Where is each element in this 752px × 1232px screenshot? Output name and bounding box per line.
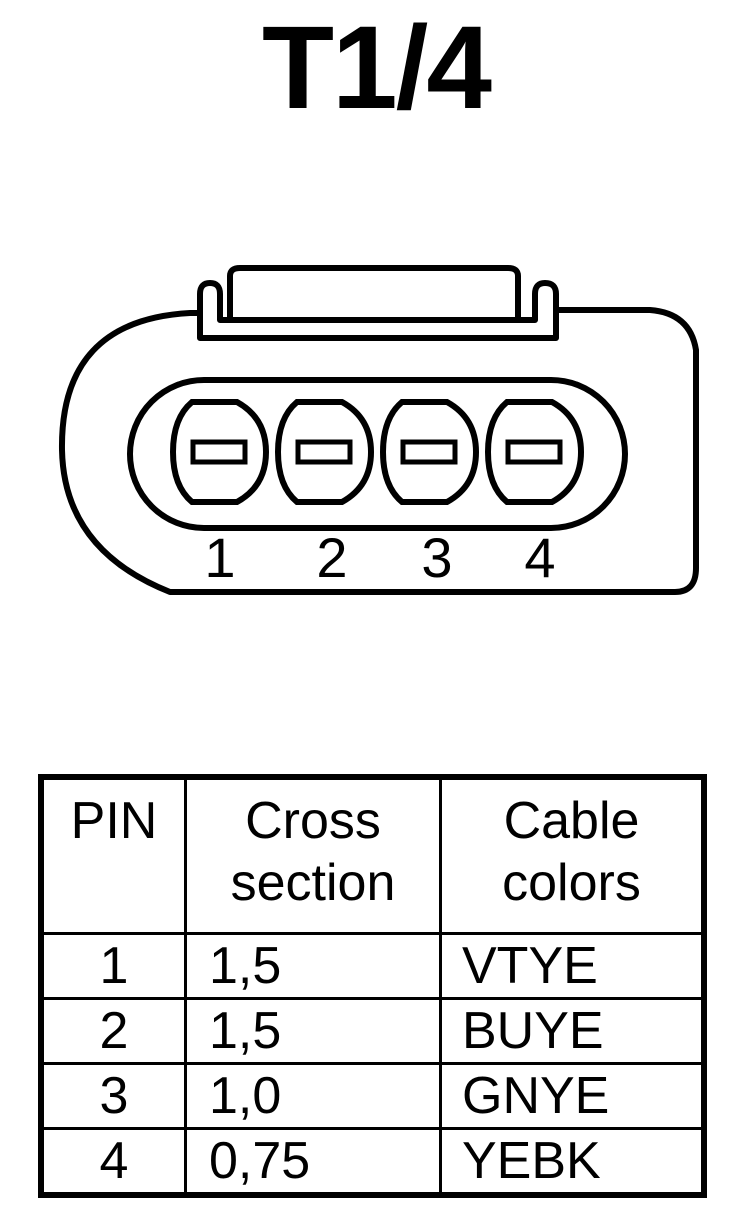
pin-3-contact — [400, 439, 458, 465]
table-row: 3 1,0 GNYE — [39, 1062, 706, 1130]
connector-diagram: 1 2 3 4 — [58, 265, 699, 595]
cell-cross-section: 1,5 — [184, 932, 442, 1000]
table-row: 4 0,75 YEBK — [39, 1127, 706, 1197]
cell-cable-color: BUYE — [439, 997, 706, 1065]
pin-4 — [484, 399, 585, 505]
pin-label-3: 3 — [421, 526, 452, 589]
cell-cross-section: 1,5 — [184, 997, 442, 1065]
cell-pin: 3 — [39, 1062, 187, 1130]
pin-2 — [274, 399, 375, 505]
header-pin-label: PIN — [70, 792, 158, 850]
header-cross-section-line2: section — [230, 854, 396, 912]
header-cable-colors-line1: Cable — [503, 792, 640, 850]
cell-cross-section: 1,0 — [184, 1062, 442, 1130]
pin-label-1: 1 — [204, 526, 235, 589]
table-row: 2 1,5 BUYE — [39, 997, 706, 1065]
pin-1 — [169, 399, 270, 505]
pin-cavity — [127, 377, 628, 531]
cell-pin: 2 — [39, 997, 187, 1065]
header-cable-colors: Cable colors — [439, 775, 706, 935]
pin-3 — [379, 399, 480, 505]
pin-1-contact — [190, 439, 248, 465]
connector-housing — [58, 307, 699, 595]
connector-latch — [197, 280, 559, 341]
cell-cable-color: YEBK — [439, 1127, 706, 1197]
header-cable-colors-line2: colors — [502, 854, 641, 912]
cell-cross-section: 0,75 — [184, 1127, 442, 1197]
cell-pin: 1 — [39, 932, 187, 1000]
pin-label-4: 4 — [524, 526, 555, 589]
header-cross-section-line1: Cross — [245, 792, 381, 850]
cell-cable-color: GNYE — [439, 1062, 706, 1130]
pin-4-contact — [505, 439, 563, 465]
pin-2-contact — [295, 439, 353, 465]
table-header-row: PIN Cross section Cable colors — [39, 775, 706, 935]
cell-cable-color: VTYE — [439, 932, 706, 1000]
header-pin: PIN — [39, 775, 187, 935]
header-cross-section: Cross section — [184, 775, 442, 935]
connector-latch-top — [227, 265, 521, 320]
pin-assignment-table: PIN Cross section Cable colors 1 1,5 VTY… — [38, 774, 707, 1198]
connector-title: T1/4 — [261, 2, 492, 134]
table-row: 1 1,5 VTYE — [39, 932, 706, 1000]
cell-pin: 4 — [39, 1127, 187, 1197]
pin-label-2: 2 — [316, 526, 347, 589]
